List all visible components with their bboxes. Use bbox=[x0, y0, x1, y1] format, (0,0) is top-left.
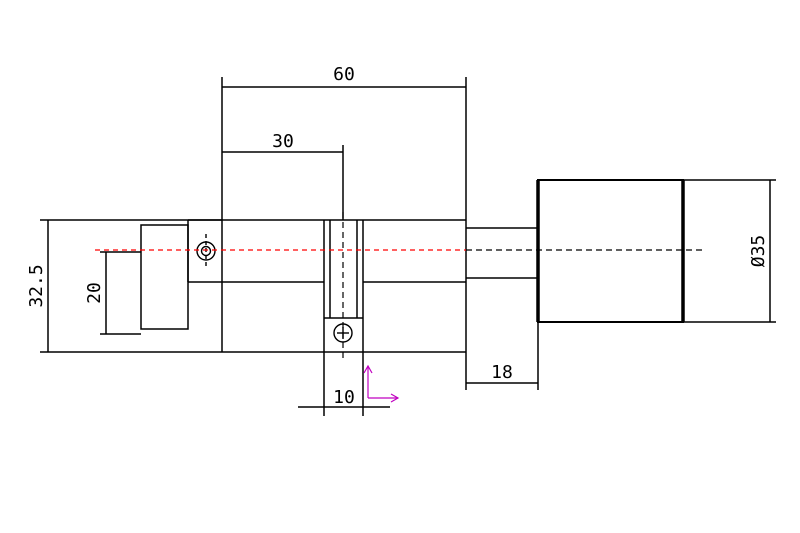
label-32-5: 32.5 bbox=[26, 264, 47, 307]
knob-shaft bbox=[466, 227, 538, 279]
label-30: 30 bbox=[272, 131, 294, 152]
knob-body bbox=[537, 179, 684, 323]
thumb-turn-block bbox=[140, 224, 189, 330]
label-18: 18 bbox=[491, 362, 513, 383]
label-60: 60 bbox=[333, 64, 355, 85]
label-35: Ø35 bbox=[748, 235, 769, 268]
screw-hole-left bbox=[196, 234, 216, 269]
knob bbox=[536, 179, 685, 323]
dimension-lines bbox=[40, 77, 776, 416]
label-20: 20 bbox=[84, 282, 105, 304]
label-10: 10 bbox=[333, 387, 355, 408]
axis-marker-icon bbox=[363, 364, 400, 403]
cylinder-body bbox=[187, 219, 467, 353]
axis-x-arrow bbox=[390, 393, 400, 403]
dimension-labels: 60 30 10 18 32.5 20 Ø35 bbox=[26, 64, 769, 408]
axis-y-arrow bbox=[363, 364, 373, 374]
